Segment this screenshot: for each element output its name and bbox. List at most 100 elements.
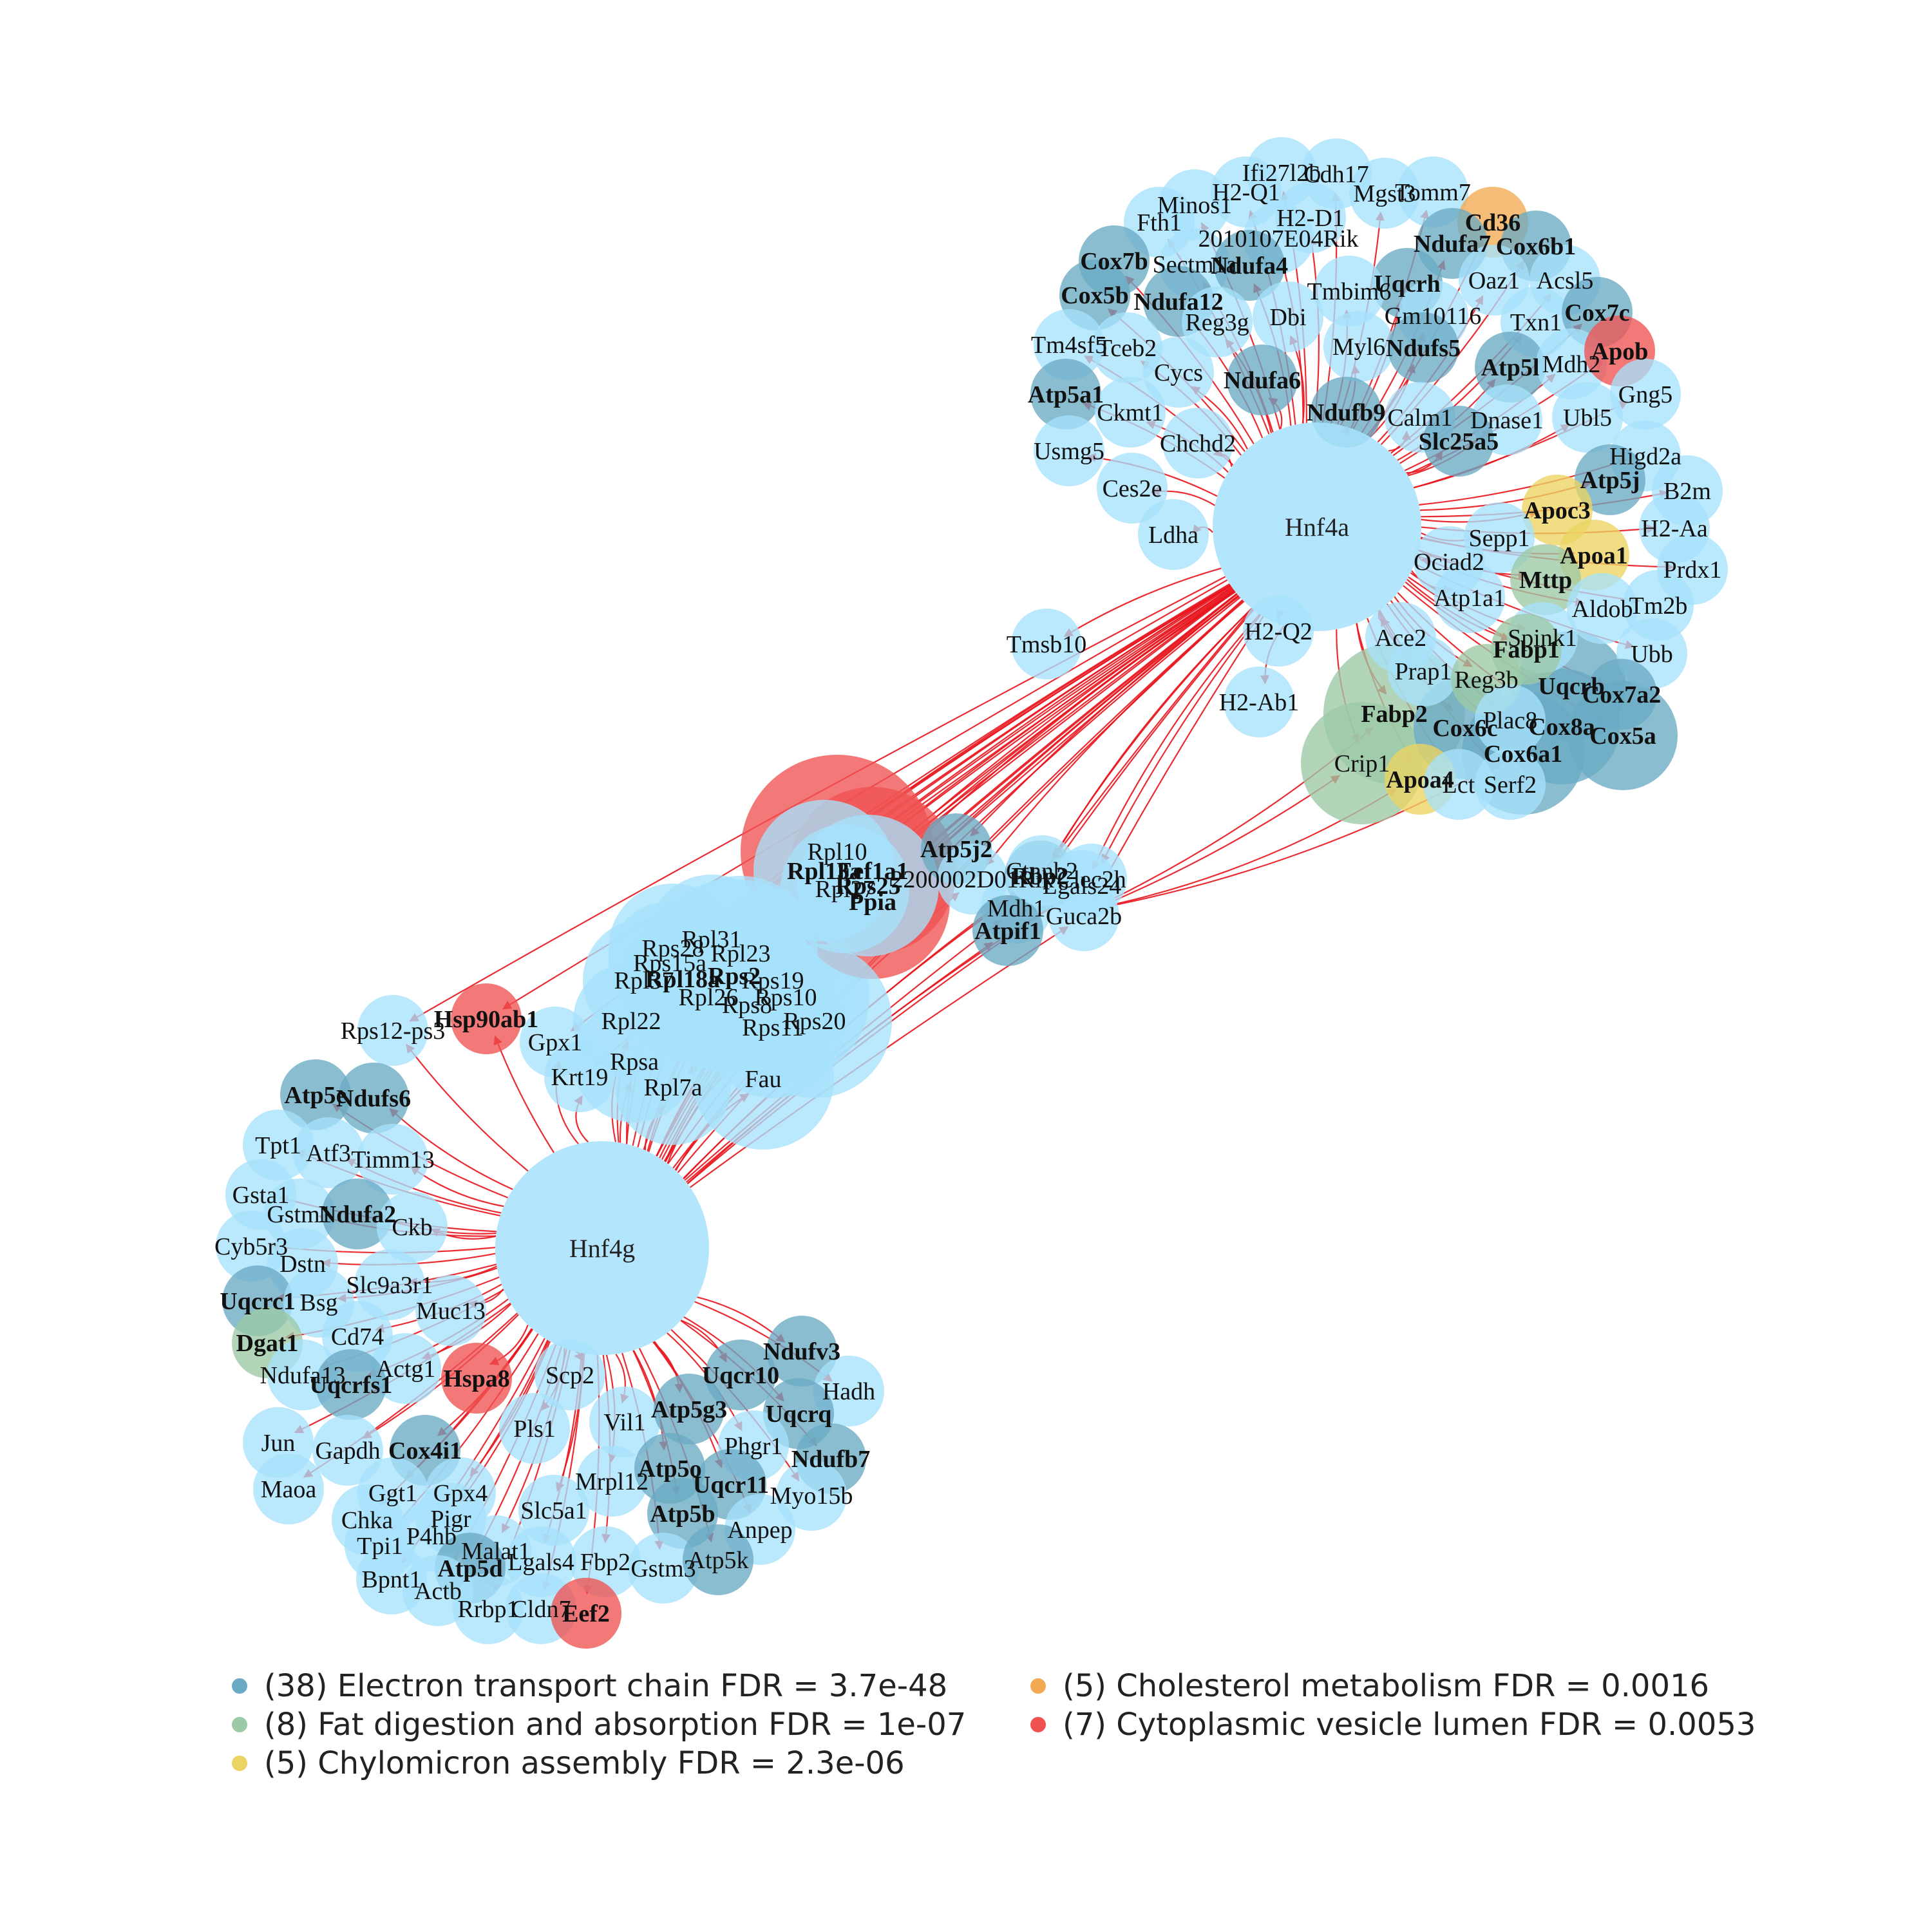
node-ckb (377, 1191, 448, 1262)
gene-label-guca2b: Guca2b (1046, 903, 1122, 930)
gene-label-phgr1: Phgr1 (724, 1433, 783, 1460)
hub-label-hnf4g: Hnf4g (569, 1234, 635, 1263)
gene-label-cdh17: Cdh17 (1303, 161, 1368, 188)
node-atf3 (293, 1117, 364, 1188)
node-atp5g3 (654, 1374, 724, 1444)
gene-label-gapdh: Gapdh (315, 1437, 380, 1464)
node-mrpl12 (576, 1446, 647, 1517)
gene-label-ndufv3: Ndufv3 (763, 1338, 840, 1365)
gene-label-ckmt1: Ckmt1 (1097, 399, 1163, 426)
gene-label-uqcrb: Uqcrb (1538, 673, 1604, 700)
gene-label-anpep: Anpep (727, 1517, 792, 1544)
gene-label-myl6: Myl6 (1332, 334, 1385, 361)
gene-label-uqcrq: Uqcrq (766, 1401, 832, 1428)
gene-label-cox7a2: Cox7a2 (1582, 681, 1661, 708)
gene-label-lgals24: Lgals24 (1043, 873, 1121, 900)
node-rps12-ps3 (357, 995, 428, 1066)
gene-label-ubl5: Ubl5 (1563, 404, 1612, 431)
gene-label-gpx4: Gpx4 (433, 1480, 488, 1507)
legend-dot-icon (232, 1756, 247, 1771)
gene-label-cycs: Cycs (1154, 359, 1203, 386)
gene-label-rpl27: Rpl27 (815, 876, 875, 903)
edge-hnf4a-clec2h (1101, 614, 1262, 864)
gene-label-slc25a5: Slc25a5 (1419, 428, 1499, 455)
gene-label-tceb2: Tceb2 (1097, 335, 1157, 362)
gene-label-rpl31: Rpl31 (682, 926, 742, 953)
gene-label-atp5b: Atp5b (650, 1501, 715, 1528)
gene-label-fabp1: Fabp1 (1493, 636, 1559, 663)
node-maoa (253, 1454, 324, 1524)
gene-label-ociad2: Ociad2 (1414, 549, 1484, 576)
node-fau (692, 1008, 834, 1150)
legend-label: (8) Fat digestion and absorption FDR = 1… (264, 1707, 967, 1743)
gene-label-ace2: Ace2 (1375, 625, 1426, 652)
node-ndufa4 (1214, 230, 1285, 301)
gene-label-pigr: Pigr (430, 1506, 471, 1533)
gene-label-atpif1: Atpif1 (974, 918, 1041, 945)
gene-label-sectm1a: Sectm1a (1153, 251, 1237, 278)
gene-label-minos1: Minos1 (1157, 192, 1232, 219)
gene-label-gstm1: Gstm1 (267, 1201, 332, 1228)
gene-label-dgat1: Dgat1 (236, 1330, 298, 1357)
gene-label-rpl13a: Rpl13a (787, 858, 862, 885)
hub-node-hnf4g (495, 1141, 709, 1355)
gene-label-scp2: Scp2 (545, 1362, 594, 1389)
node-ldha (1138, 499, 1209, 570)
gene-label-ndufa6: Ndufa6 (1224, 367, 1301, 394)
node-atpif1 (972, 895, 1043, 966)
gene-label-hsp90ab1: Hsp90ab1 (434, 1006, 539, 1033)
gene-label-oaz1: Oaz1 (1468, 267, 1520, 294)
gene-label-gm10116: Gm10116 (1385, 303, 1482, 330)
gene-label-ifi27l2b: Ifi27l2b (1242, 160, 1321, 187)
node-rrbp1 (453, 1573, 524, 1644)
node-timm13 (357, 1124, 428, 1195)
gene-label-higd2a: Higd2a (1609, 443, 1681, 470)
gene-label-bpnt1: Bpnt1 (362, 1566, 422, 1593)
gene-label-rpl23: Rpl23 (711, 940, 771, 967)
gene-label-rps28: Rps28 (641, 935, 704, 962)
gene-label-cox6b1: Cox6b1 (1496, 233, 1577, 260)
gene-label-gng5: Gng5 (1618, 381, 1672, 408)
gene-label-serf2: Serf2 (1484, 772, 1537, 799)
gene-label-acsl5: Acsl5 (1537, 267, 1594, 294)
gene-label-actb: Actb (414, 1578, 462, 1605)
gene-label-apoa1: Apoa1 (1560, 542, 1628, 569)
gene-label-timm13: Timm13 (351, 1146, 435, 1173)
gene-label-mdh2: Mdh2 (1542, 351, 1601, 378)
edge-hnf4g-hsp90ab1 (493, 1035, 555, 1153)
node-ces2e (1097, 453, 1168, 524)
gene-label-cox8a: Cox8a (1528, 714, 1595, 741)
gene-label-fbp2: Fbp2 (580, 1549, 630, 1576)
gene-label-uqcrc1: Uqcrc1 (220, 1288, 296, 1315)
gene-label-h2-d1: H2-D1 (1276, 205, 1345, 232)
gene-label-dbi: Dbi (1270, 304, 1307, 331)
gene-label-uqcrh: Uqcrh (1374, 270, 1440, 298)
node-usmg5 (1034, 415, 1104, 486)
gene-label-rpl37: Rpl37 (614, 967, 674, 994)
gene-label-ndufa2: Ndufa2 (319, 1201, 396, 1228)
gene-label-chka: Chka (341, 1507, 393, 1534)
node-ndufa6 (1227, 345, 1298, 415)
gene-label-ces2e: Ces2e (1103, 475, 1162, 502)
gene-label-ndufb7: Ndufb7 (791, 1446, 871, 1473)
gene-label-h2-aa: H2-Aa (1641, 515, 1708, 542)
gene-label-cox4i1: Cox4i1 (388, 1437, 462, 1464)
gene-label-cldn7: Cldn7 (511, 1596, 571, 1623)
gene-label-aldob: Aldob (1572, 596, 1633, 623)
gene-label-ndufa7: Ndufa7 (1414, 231, 1491, 258)
edge-hnf4a-tmsb10 (1063, 567, 1222, 637)
gene-label-p4hb: P4hb (406, 1523, 457, 1550)
node-uqcrfs1 (316, 1349, 386, 1420)
gene-label-gsta1: Gsta1 (232, 1182, 290, 1209)
gene-label-rpl18a: Rpl18a (645, 966, 720, 993)
legend-dot-icon (232, 1717, 247, 1732)
node-serf2 (1475, 749, 1546, 820)
node-chchd2 (1162, 408, 1233, 478)
gene-label-atp1a1: Atp1a1 (1434, 585, 1506, 612)
gene-label-atp5e: Atp5e (284, 1082, 346, 1109)
gene-label-cox5b: Cox5b (1061, 282, 1129, 309)
gene-label-gpx1: Gpx1 (528, 1029, 582, 1056)
gene-label-rps8: Rps8 (722, 992, 772, 1019)
